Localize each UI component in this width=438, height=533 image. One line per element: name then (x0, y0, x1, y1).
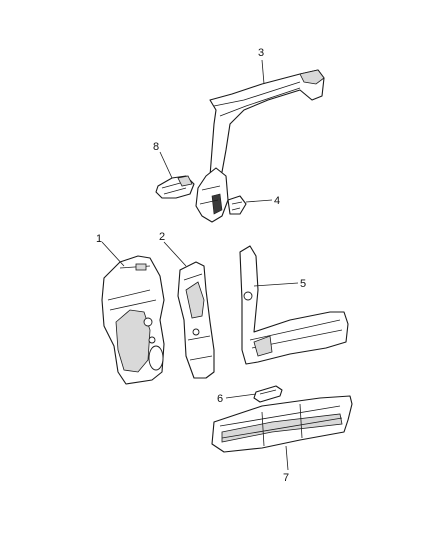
part-1-inner-panel[interactable] (101, 255, 165, 385)
leader-1 (101, 241, 125, 267)
leader-4 (245, 199, 273, 203)
callout-2: 2 (159, 231, 165, 243)
part-8-bracket[interactable] (155, 175, 195, 199)
part-5-pillar-sill[interactable] (239, 245, 349, 365)
callout-6: 6 (217, 393, 223, 405)
leader-lines (101, 59, 299, 471)
callout-8: 8 (153, 141, 159, 153)
leader-5 (253, 282, 299, 287)
callout-labels: 3 8 4 1 2 5 6 7 (96, 47, 306, 484)
callout-1: 1 (96, 233, 102, 245)
part-3-roof-rail[interactable] (195, 69, 325, 223)
leader-6 (225, 393, 257, 399)
callout-3: 3 (258, 47, 264, 59)
callout-7: 7 (283, 472, 289, 484)
leader-3 (261, 59, 265, 85)
callout-5: 5 (300, 278, 306, 290)
part-7-rocker-panel[interactable] (211, 395, 353, 453)
part-4-reinforcement[interactable] (227, 195, 247, 215)
part-6-plate[interactable] (253, 385, 283, 403)
leader-7 (285, 445, 289, 471)
leader-2 (163, 241, 187, 267)
part-2-pillar[interactable] (177, 261, 215, 379)
callout-4: 4 (274, 195, 280, 207)
leader-8 (159, 151, 173, 179)
